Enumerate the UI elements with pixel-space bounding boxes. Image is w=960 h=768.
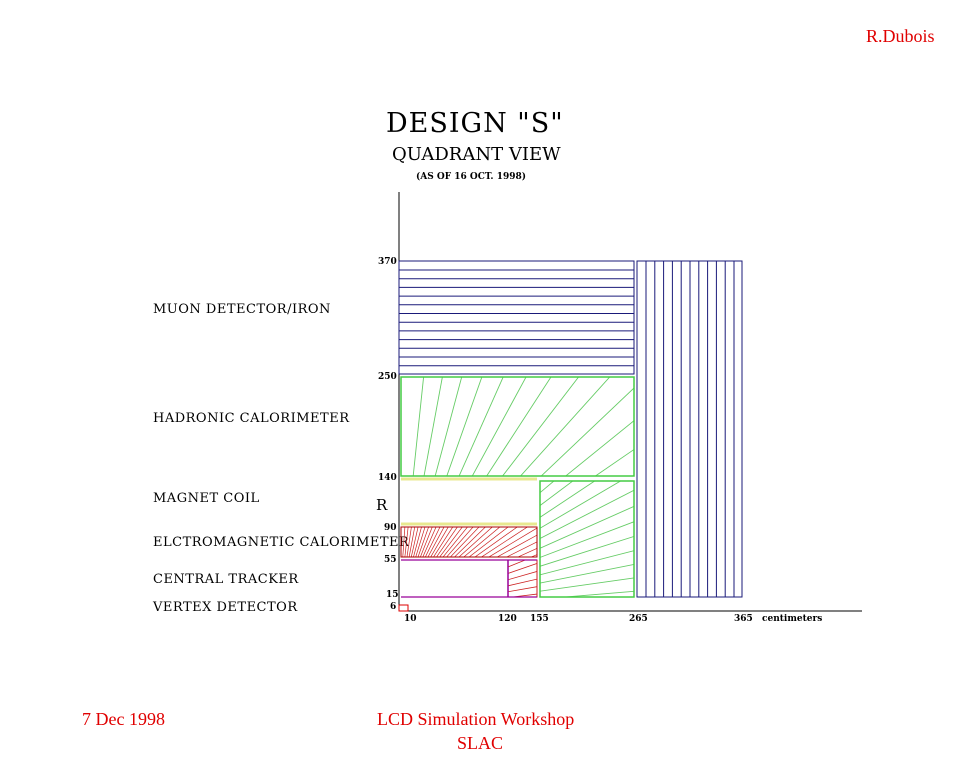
ecal-tower	[408, 527, 416, 557]
z-tick-labels: 10 120 155 265 365 centimeters	[404, 614, 822, 624]
ecal-tower	[410, 527, 419, 557]
hcal-tower	[540, 564, 634, 584]
r-tick: 55	[384, 555, 397, 565]
muon-endcap	[636, 260, 743, 598]
r-axis-label: R	[376, 496, 388, 514]
ecal	[399, 372, 960, 611]
hcal-tower	[564, 420, 634, 476]
ecal-tower	[468, 527, 509, 557]
diagram-subtitle: QUADRANT VIEW	[392, 144, 561, 165]
author: R.Dubois	[866, 26, 935, 46]
hcal-tower	[399, 310, 960, 611]
z-tick: 265	[629, 614, 648, 624]
r-tick-labels: 370 250 140 90 55 15 6	[378, 257, 399, 612]
hcal-barrel	[399, 310, 960, 611]
z-tick: 120	[498, 614, 517, 624]
ecal-tower	[399, 449, 960, 611]
tracker-layer	[508, 586, 537, 593]
hcal-tower	[540, 481, 622, 529]
ecal-tower	[402, 527, 406, 557]
ecal-tower	[415, 527, 426, 557]
ecal-tower	[413, 527, 422, 557]
ecal-tower	[420, 527, 433, 557]
z-tick: 155	[530, 614, 549, 624]
tracker-layer	[508, 578, 537, 587]
label-muon: MUON DETECTOR/IRON	[153, 302, 331, 317]
ecal-tower	[424, 527, 441, 557]
tracker-layer	[399, 282, 960, 611]
footer-event: LCD Simulation Workshop	[377, 709, 575, 729]
ecal-tower	[454, 527, 486, 557]
tracker-layer	[509, 593, 537, 597]
hcal-tower	[540, 481, 574, 507]
ecal-tower	[399, 397, 960, 611]
label-ecal: ELCTROMAGNETIC CALORIMETER	[153, 535, 410, 550]
ecal-tower	[449, 527, 480, 557]
tracker-layer	[399, 562, 960, 611]
ecal-tower	[404, 527, 409, 557]
vertex-detector	[398, 604, 409, 612]
z-tick: 365	[734, 614, 753, 624]
r-tick: 15	[386, 590, 399, 600]
ecal-tower	[506, 541, 537, 557]
label-vertex: VERTEX DETECTOR	[153, 600, 298, 615]
r-tick: 90	[384, 523, 397, 533]
hcal-tower	[540, 387, 634, 476]
tracker-layer	[508, 560, 510, 561]
footer-location: SLAC	[457, 733, 504, 753]
hcal-tower	[540, 521, 634, 558]
hcal-tower	[458, 377, 504, 476]
ecal-tower	[417, 527, 429, 557]
hcal-tower	[423, 377, 443, 476]
as-of-date: (AS OF 16 OCT. 1998)	[416, 172, 527, 182]
hcal-tower	[540, 489, 634, 540]
z-unit: centimeters	[762, 614, 822, 624]
hcal-tower	[502, 377, 580, 476]
hcal-tower	[446, 377, 483, 476]
ecal-tower	[427, 527, 445, 557]
ecal-tower	[399, 423, 960, 611]
hcal-endcap	[539, 480, 635, 598]
ecal-tower	[399, 475, 960, 611]
hcal-tower	[434, 377, 463, 476]
ecal-tower	[458, 527, 493, 557]
hcal-tower	[540, 481, 596, 518]
label-tracker: CENTRAL TRACKER	[153, 572, 299, 587]
diagram-title: DESIGN "S"	[386, 108, 564, 139]
hcal-tower	[519, 377, 611, 476]
footer-date: 7 Dec 1998	[82, 709, 165, 729]
ecal-tower	[480, 527, 529, 557]
r-tick: 6	[390, 602, 396, 612]
label-coil: MAGNET COIL	[153, 491, 260, 506]
ecal-tower	[474, 527, 518, 557]
hcal-tower	[412, 377, 425, 476]
ecal-tower	[406, 527, 412, 557]
tracker-layer	[508, 571, 537, 581]
hcal-tower	[540, 481, 555, 494]
r-tick: 250	[378, 372, 397, 382]
hcal-tower	[540, 535, 634, 567]
label-hcal: HADRONIC CALORIMETER	[153, 411, 350, 426]
z-tick: 10	[404, 614, 417, 624]
hcal-tower	[540, 505, 634, 549]
muon-barrel	[398, 260, 635, 375]
r-tick: 140	[378, 473, 397, 483]
ecal-tower	[463, 527, 501, 557]
ecal-tower	[488, 527, 537, 557]
ecal-tower	[399, 372, 960, 611]
hcal-tower	[560, 590, 634, 597]
hcal-tower	[471, 377, 527, 476]
r-tick: 370	[378, 257, 397, 267]
tracker-layer	[508, 563, 537, 574]
central-tracker	[399, 282, 960, 611]
ecal-tower	[496, 534, 537, 557]
